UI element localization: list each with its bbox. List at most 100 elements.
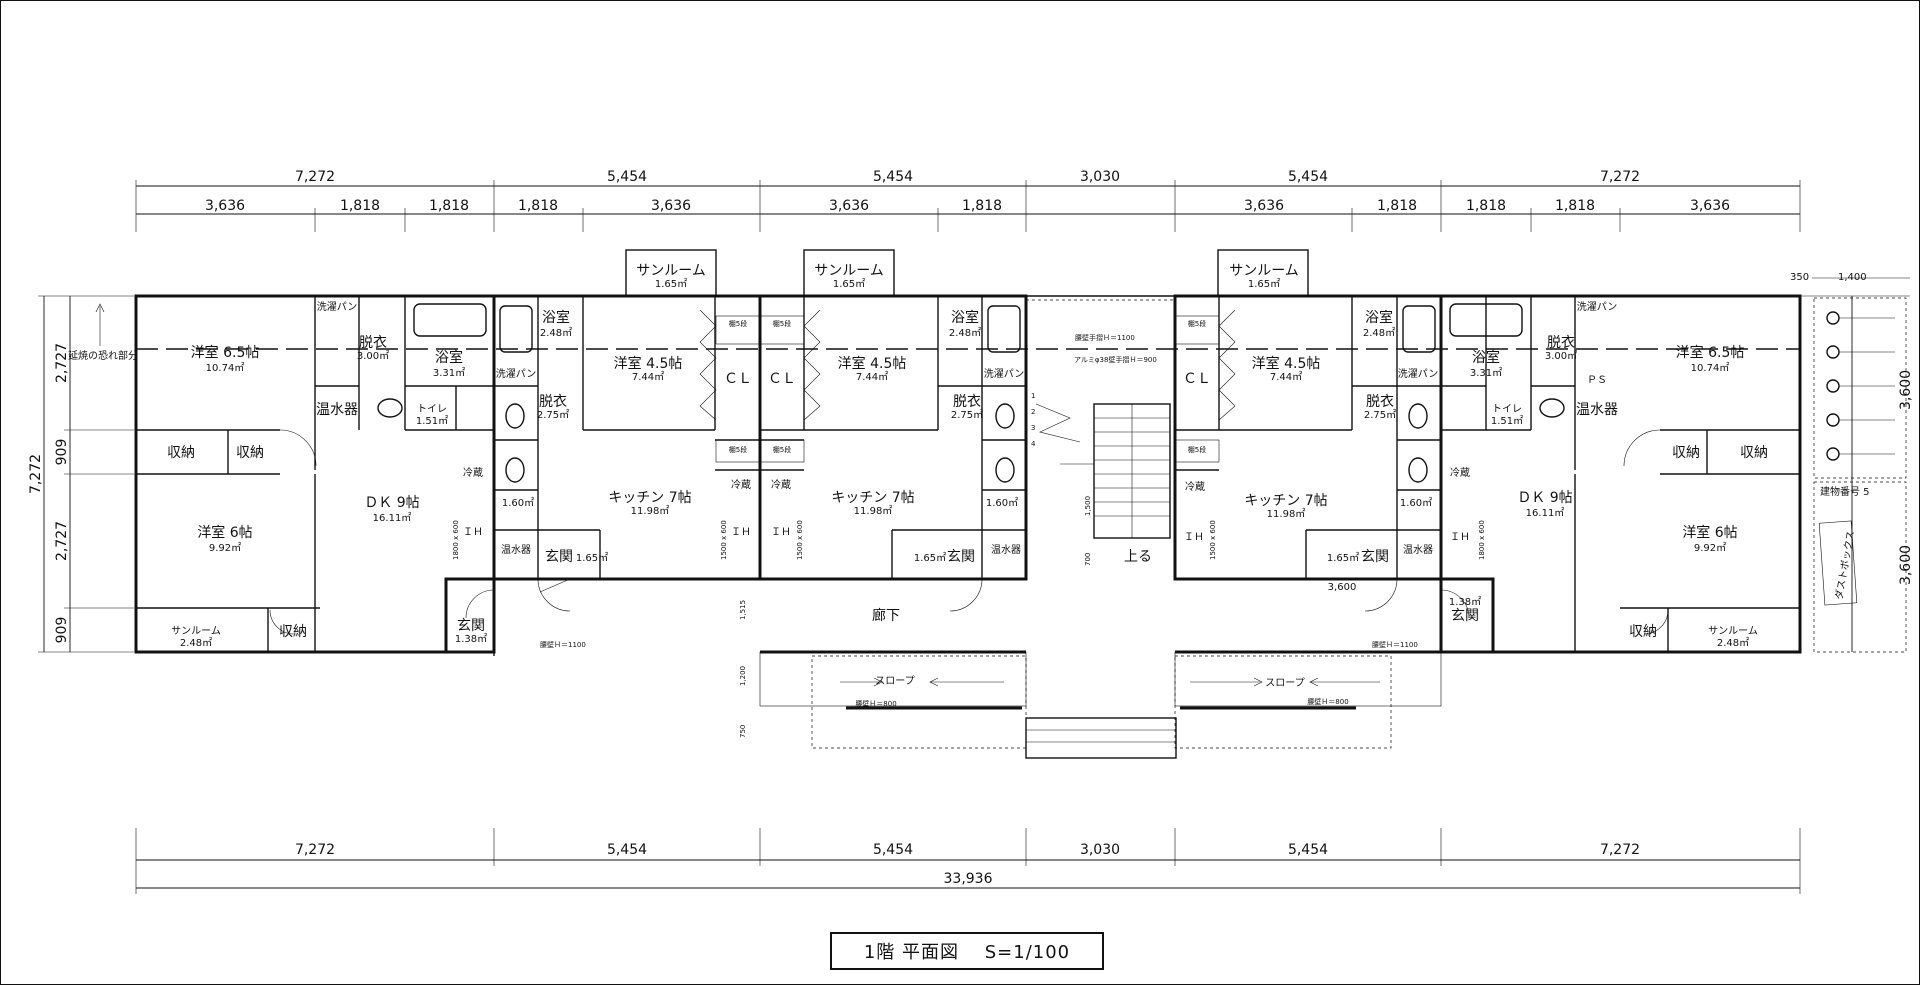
area-western-45-u4: 7.44㎡ xyxy=(1270,371,1302,383)
closet-doors xyxy=(699,309,1236,463)
dim-left-4: 909 xyxy=(54,617,70,644)
room-bath-left-1: 浴室 xyxy=(435,349,463,366)
area-entrance-left-1: 1.38㎡ xyxy=(455,633,487,645)
room-storage-right-2: 収納 xyxy=(1740,445,1768,461)
area-dk-right: 16.11㎡ xyxy=(1526,507,1565,519)
kitchen-size-u2: 1800 x 600 xyxy=(452,520,460,560)
water-heater-u4: 温水器 xyxy=(1403,544,1433,556)
corridor-label: 廊下 xyxy=(872,607,900,624)
fridge-right: 冷蔵 xyxy=(1450,466,1470,479)
toilets xyxy=(377,398,1565,483)
washer-left-1: 洗濯パン xyxy=(317,301,358,313)
area-bath-left-1: 3.31㎡ xyxy=(433,367,465,379)
dim-right-1400: 1,400 xyxy=(1838,272,1867,283)
room-entrance-right: 玄関 xyxy=(1451,607,1479,624)
room-sunroom-u3: サンルーム xyxy=(814,263,884,279)
room-kitchen-u4: キッチン 7帖 xyxy=(1244,493,1327,509)
dim-right-3600-upper: 3,600 xyxy=(1898,370,1914,410)
dim-bottom-6: 7,272 xyxy=(1600,842,1640,858)
bathtubs xyxy=(413,303,1523,353)
shelf-u4-bottom: 棚5段 xyxy=(1188,445,1206,454)
fridge-u2: 冷蔵 xyxy=(463,466,483,479)
area-entrance-u3: 1.65㎡ xyxy=(914,552,946,564)
dim-top-outer-6: 7,272 xyxy=(1600,169,1640,185)
area-toilet-u2: 1.60㎡ xyxy=(502,497,534,509)
dim-top-outer-1: 7,272 xyxy=(295,169,335,185)
closet-u3: ＣＬ xyxy=(768,371,796,387)
kitchen-size-u3: 1500 x 600 xyxy=(796,520,804,560)
room-sunroom-u2: サンルーム xyxy=(636,263,706,279)
slope-left: スロープ xyxy=(875,675,914,687)
area-western-65-right: 10.74㎡ xyxy=(1691,362,1730,374)
dim-top-outer-5: 5,454 xyxy=(1288,169,1328,185)
area-sunroom-u3: 1.65㎡ xyxy=(833,278,865,290)
room-kitchen-u2: キッチン 7帖 xyxy=(608,490,691,506)
dim-entrance-3600: 3,600 xyxy=(1328,582,1357,593)
room-kitchen-u3: キッチン 7帖 xyxy=(831,490,914,506)
dim-top-outer-3: 5,454 xyxy=(873,169,913,185)
dim-top-inner-3: 1,818 xyxy=(429,198,469,214)
rail-h1100-right: 腰壁Ｈ＝1100 xyxy=(1372,640,1418,649)
left-dimensions xyxy=(38,295,134,653)
dim-right-350: 350 xyxy=(1790,272,1809,283)
area-bath-u2: 2.48㎡ xyxy=(540,327,572,339)
room-dk-right: ＤＫ 9帖 xyxy=(1517,490,1572,506)
dim-top-inner-7: 1,818 xyxy=(962,198,1002,214)
drawing-title-box: 1階 平面図 S=1/100 xyxy=(830,932,1104,970)
ih-right: ＩＨ xyxy=(1450,532,1470,543)
area-entrance-right: 1.38㎡ xyxy=(1449,596,1481,608)
dim-top-inner-12: 3,636 xyxy=(1690,198,1730,214)
room-sunroom-left: サンルーム xyxy=(171,625,221,637)
washer-u4: 洗濯パン xyxy=(1398,368,1439,380)
bottom-dimensions xyxy=(135,828,1801,894)
room-dressing-left-1: 脱衣 xyxy=(359,335,387,351)
area-western-6-left: 9.92㎡ xyxy=(209,542,241,554)
shelf-u4-top: 棚5段 xyxy=(1188,319,1206,328)
room-storage-left-2: 収納 xyxy=(236,445,264,461)
water-heater-right: 温水器 xyxy=(1576,402,1618,418)
area-toilet-left-1: 1.51㎡ xyxy=(416,415,448,427)
kitchen-size-u2b: 1500 x 600 xyxy=(720,520,728,560)
ih-u3: ＩＨ xyxy=(771,527,791,538)
rail-h800-left: 腰壁Ｈ＝800 xyxy=(855,699,896,708)
rail-h800-right: 腰壁Ｈ＝800 xyxy=(1307,697,1348,706)
area-western-45-u2: 7.44㎡ xyxy=(632,371,664,383)
kitchen-size-u4: 1500 x 600 xyxy=(1209,520,1217,560)
room-sunroom-right: サンルーム xyxy=(1708,625,1758,637)
area-dressing-left-1: 3.00㎡ xyxy=(357,350,389,362)
room-entrance-u3: 玄関 xyxy=(947,548,975,565)
drawing-title: 1階 平面図 S=1/100 xyxy=(863,942,1071,963)
dim-top-inner-1: 3,636 xyxy=(205,198,245,214)
area-dressing-u2: 2.75㎡ xyxy=(537,409,569,421)
shelf-u2-top: 棚5段 xyxy=(729,319,747,328)
building-number: 建物番号 5 xyxy=(1820,485,1870,498)
room-western-6-left: 洋室 6帖 xyxy=(197,524,252,541)
area-kitchen-u4: 11.98㎡ xyxy=(1267,508,1306,520)
dim-bottom-2: 5,454 xyxy=(607,842,647,858)
room-sunroom-u4: サンルーム xyxy=(1229,263,1299,279)
dim-bottom-1: 7,272 xyxy=(295,842,335,858)
room-dressing-right: 脱衣 xyxy=(1547,335,1575,351)
area-toilet-u3: 1.60㎡ xyxy=(986,497,1018,509)
area-kitchen-u2: 11.98㎡ xyxy=(631,505,670,517)
rail-h1100-left: 腰壁Ｈ＝1100 xyxy=(540,640,586,649)
room-western-6-right: 洋室 6帖 xyxy=(1682,524,1737,541)
area-toilet-u4: 1.60㎡ xyxy=(1400,497,1432,509)
water-heater-u2: 温水器 xyxy=(501,544,531,556)
dim-bottom-4: 3,030 xyxy=(1080,842,1120,858)
dim-top-inner-6: 3,636 xyxy=(829,198,869,214)
room-storage-right-1: 収納 xyxy=(1672,445,1700,461)
room-western-45-u3: 洋室 4.5帖 xyxy=(838,355,907,372)
room-storage-right-3: 収納 xyxy=(1629,624,1657,640)
water-heater-left-1: 温水器 xyxy=(316,402,358,418)
area-western-45-u3: 7.44㎡ xyxy=(856,371,888,383)
corridor-dim-1200: 1,200 xyxy=(739,666,747,686)
area-dressing-right: 3.00㎡ xyxy=(1545,350,1577,362)
room-entrance-u2: 玄関 xyxy=(545,548,573,565)
room-storage-left-1: 収納 xyxy=(167,445,195,461)
dim-top-inner-4: 1,818 xyxy=(518,198,558,214)
room-dressing-u2: 脱衣 xyxy=(539,394,567,410)
area-bath-u4: 2.48㎡ xyxy=(1363,327,1395,339)
area-sunroom-u4: 1.65㎡ xyxy=(1248,278,1280,290)
